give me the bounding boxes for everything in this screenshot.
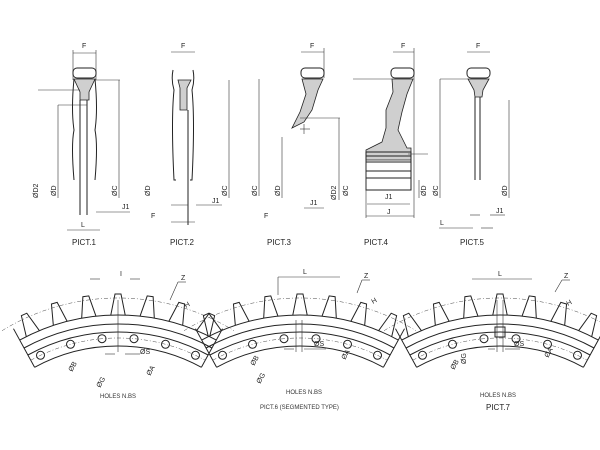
dim-label: J1 [496, 208, 504, 215]
segment-view-pict-7: L Z H ØB ØG ØS ØA HOLES N.BS PICT.7 [383, 271, 600, 412]
caption-pict-6: PICT.6 (SEGMENTED TYPE) [260, 405, 339, 411]
dim-label: F [476, 43, 480, 50]
dim-label: ØD [421, 186, 428, 197]
dim-label: L [303, 269, 307, 276]
pict-2-profile: F ØD ØC J1 F PICT.2 [145, 43, 230, 247]
dim-label: ØB [450, 358, 461, 371]
dim-label: I [120, 271, 122, 278]
bolt-hole [418, 350, 427, 360]
dim-label: ØC [222, 186, 229, 197]
dim-label: ØD [502, 186, 509, 197]
bolt-hole [511, 334, 521, 344]
segment-ring [401, 314, 599, 341]
holes-label: HOLES N.BS [100, 394, 136, 400]
pict-3-profile: F ØC ØD F J1 ØD2 ØC PICT.3 [252, 43, 350, 247]
caption-pict-1: PICT.1 [72, 238, 97, 247]
sprocket-teeth [202, 293, 398, 337]
dim-label: ØD [51, 186, 58, 197]
sprocket-teeth [20, 293, 216, 337]
segment-view-1: I Z H ØB ØG ØS ØA HOLES N.BS [1, 271, 235, 400]
dim-label: ØS [314, 341, 324, 348]
dim-label: ØA [341, 348, 352, 361]
dim-label: ØC [112, 186, 119, 197]
bolt-circle [412, 337, 588, 361]
dim-label: F [181, 43, 185, 50]
dim-label: H [371, 297, 379, 306]
dim-label: ØD [275, 186, 282, 197]
bolt-hole [248, 339, 257, 349]
bolt-hole [279, 334, 289, 344]
caption-pict-2: PICT.2 [170, 238, 195, 247]
dim-label: J [387, 209, 391, 216]
bolt-hole [448, 339, 457, 349]
dim-label: F [151, 213, 155, 220]
bolt-hole [129, 334, 139, 344]
bolt-hole [479, 334, 489, 344]
segment-ring [205, 323, 395, 349]
bolt-hole [343, 339, 352, 349]
bolt-hole [373, 350, 382, 360]
caption-pict-7: PICT.7 [486, 403, 511, 412]
holes-label: HOLES N.BS [286, 390, 322, 396]
segment-ring [201, 314, 399, 341]
dim-label: F [310, 43, 314, 50]
dim-label: ØD2 [33, 184, 40, 199]
pict-1-profile: F ØD2 ØD ØC J1 L PICT.1 [33, 43, 130, 247]
dim-label: L [498, 271, 502, 278]
holes-label: HOLES N.BS [480, 393, 516, 399]
dim-label: ØD [145, 186, 152, 197]
caption-pict-3: PICT.3 [267, 238, 292, 247]
dim-label: J1 [122, 204, 130, 211]
dim-label: ØC [252, 186, 259, 197]
dim-label: Z [181, 275, 186, 282]
caption-pict-5: PICT.5 [460, 238, 485, 247]
dim-label: ØB [250, 354, 261, 367]
dim-label: F [264, 213, 268, 220]
dim-label: H [566, 299, 574, 308]
bolt-hole [97, 334, 107, 344]
bolt-hole [543, 339, 552, 349]
pict-5-profile: F ØC ØD J1 L PICT.5 [433, 43, 510, 247]
dim-label: ØS [514, 341, 524, 348]
dim-label: J1 [385, 194, 393, 201]
dim-label: ØB [68, 360, 79, 373]
dim-label: ØA [544, 346, 555, 359]
dim-label: ØA [146, 364, 157, 377]
dim-label: ØC [343, 186, 350, 197]
segment-ring [416, 345, 584, 368]
pitch-circle [183, 297, 417, 331]
bolt-hole [66, 339, 75, 349]
dim-label: ØC [433, 186, 440, 197]
caption-pict-4: PICT.4 [364, 238, 389, 247]
segment-view-pict-6: L Z H ØB ØG ØS ØA HOLES N.BS PICT.6 (SEG… [183, 269, 417, 411]
segment-ring [409, 331, 591, 356]
segment-ring [209, 331, 391, 356]
dim-label: J1 [310, 200, 318, 207]
dim-label: ØG [256, 372, 268, 385]
dim-label: H [184, 301, 192, 310]
dim-label: ØG [461, 353, 468, 364]
bolt-circle [212, 337, 388, 361]
bolt-hole [161, 339, 170, 349]
dim-label: F [82, 43, 86, 50]
dim-label: ØS [140, 349, 150, 356]
sprocket-teeth [402, 293, 598, 337]
bolt-hole [311, 334, 321, 344]
dim-label: L [440, 220, 444, 227]
bolt-hole [36, 350, 45, 360]
pict-4-profile: F ØD J1 J PICT.4 [353, 43, 428, 247]
dim-label: L [81, 222, 85, 229]
dim-label: F [401, 43, 405, 50]
bolt-hole [573, 350, 582, 360]
dim-label: Z [364, 273, 369, 280]
dim-label: Z [564, 273, 569, 280]
bolt-hole [218, 350, 227, 360]
dim-label: ØG [96, 376, 108, 389]
dim-label: J1 [212, 198, 220, 205]
segment-ring [405, 323, 595, 349]
segment-ring [216, 345, 384, 368]
dim-label: ØD2 [331, 186, 338, 201]
bolt-hole [191, 350, 200, 360]
